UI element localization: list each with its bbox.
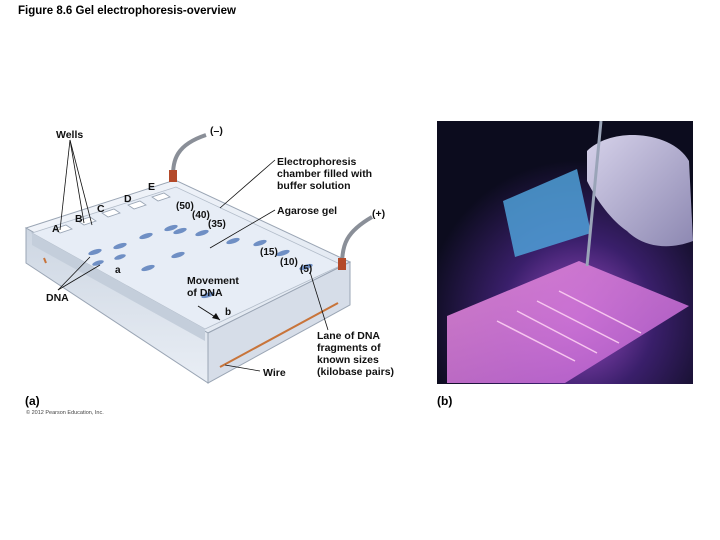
wire-bottom	[219, 302, 339, 368]
dna-label: DNA	[46, 292, 69, 304]
size-35: (35)	[208, 219, 226, 230]
negative-electrode-label: (–)	[210, 125, 223, 137]
positive-electrode-plug	[338, 258, 346, 270]
electrophoresis-diagram: Wells (–) Electrophoresis chamber filled…	[24, 125, 394, 384]
wire-label: Wire	[263, 367, 286, 379]
leader-chamber	[219, 159, 276, 209]
band	[195, 229, 209, 237]
agarose-label: Agarose gel	[277, 205, 337, 217]
leader-dna-2	[57, 264, 101, 291]
chamber-label-line1: Electrophoresis	[277, 156, 357, 168]
lane-letter-c: C	[97, 203, 105, 215]
well-d	[127, 200, 147, 210]
chamber-label-line3: buffer solution	[277, 180, 351, 192]
negative-electrode-plug	[169, 170, 177, 182]
leader-wire	[224, 364, 261, 372]
leader-wells-b	[69, 139, 85, 224]
band	[173, 227, 187, 235]
band	[139, 232, 153, 240]
movement-label-line2: of DNA	[187, 287, 223, 299]
band-b-label: b	[225, 307, 231, 318]
positive-electrode-label: (+)	[372, 208, 385, 220]
lane-label-line2: fragments of	[317, 342, 381, 354]
movement-arrow-head	[212, 313, 220, 320]
leader-agarose	[209, 209, 276, 249]
wells	[53, 192, 171, 234]
panel-a-label: (a)	[25, 394, 40, 408]
band	[114, 254, 126, 260]
band-a-label: a	[115, 265, 121, 276]
size-40: (40)	[192, 210, 210, 221]
chamber-right-side	[207, 261, 351, 384]
dna-bands	[88, 224, 313, 299]
figure-title: Figure 8.6 Gel electrophoresis-overview	[18, 5, 236, 17]
size-10: (10)	[280, 257, 298, 268]
band	[92, 260, 104, 266]
well-b	[77, 216, 97, 226]
band	[226, 237, 240, 245]
copyright: © 2012 Pearson Education, Inc.	[26, 410, 104, 416]
panel-b-label: (b)	[437, 394, 453, 408]
negative-electrode-cable	[171, 133, 207, 178]
band	[201, 291, 215, 299]
wells-label: Wells	[56, 129, 83, 141]
well-a	[53, 224, 73, 234]
band	[164, 224, 178, 232]
leader-lines	[57, 139, 329, 372]
gloved-hand	[587, 134, 693, 247]
blue-comb	[503, 169, 591, 257]
leader-wells-c	[69, 139, 93, 226]
band	[299, 263, 313, 271]
wire	[43, 257, 47, 264]
lane-label-line3: known sizes	[317, 354, 379, 366]
size-15: (15)	[260, 247, 278, 258]
size-5: (5)	[300, 264, 312, 275]
leader-dna-1	[57, 256, 91, 291]
glowing-gel-plate	[447, 261, 689, 383]
chamber-label-line2: chamber filled with	[277, 168, 372, 180]
band	[113, 242, 127, 250]
band	[141, 264, 155, 272]
gel-photo	[437, 121, 693, 384]
band	[88, 248, 102, 256]
well-c	[101, 208, 121, 218]
band	[276, 249, 290, 257]
movement-label-line1: Movement	[187, 275, 239, 287]
leader-wells-a	[59, 139, 71, 231]
pipette	[585, 121, 603, 267]
gel-edge	[32, 233, 205, 341]
lane-label-line1: Lane of DNA	[317, 330, 380, 342]
lane-letter-b: B	[75, 213, 83, 225]
band	[171, 251, 185, 259]
well-e	[151, 192, 171, 202]
lane-label-line4: (kilobase pairs)	[317, 366, 394, 378]
gel-lanes	[496, 290, 642, 362]
lane-letter-d: D	[124, 193, 132, 205]
lane-letter-a: A	[52, 223, 60, 235]
size-50: (50)	[176, 201, 194, 212]
band	[253, 239, 267, 247]
lane-letter-e: E	[148, 181, 155, 193]
positive-electrode-cable	[340, 215, 373, 266]
leader-lane	[309, 271, 329, 331]
